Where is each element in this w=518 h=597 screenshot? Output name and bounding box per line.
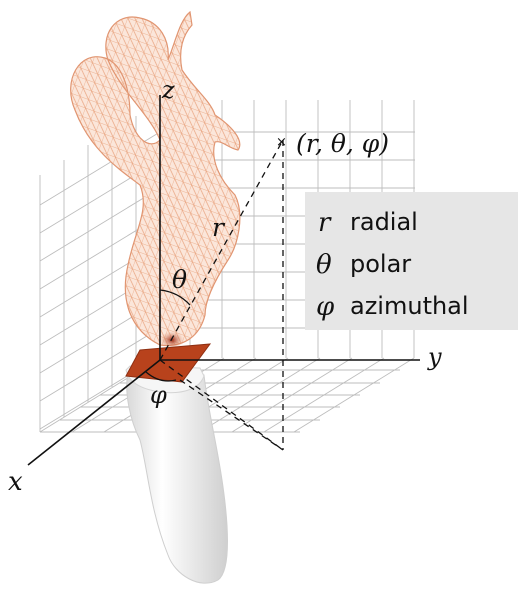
coordinate-axes [27,95,420,466]
theta-label: θ [172,265,187,294]
legend-symbol-r: r [318,208,332,238]
r-label: r [212,213,226,242]
radius-line [159,139,284,361]
construction-lines [159,139,284,451]
y-axis-label: y [427,343,442,371]
legend-background [305,192,518,330]
ultrasound-probe [125,365,228,584]
legend-symbol-theta: θ [316,250,332,280]
legend-symbol-phi: φ [316,292,335,322]
projection-parallel [179,379,284,451]
organ-mesh [70,10,241,349]
legend: r radial θ polar φ azimuthal [305,192,518,330]
legend-word-azimuthal: azimuthal [350,292,469,320]
z-axis-label: z [161,76,175,104]
point-marker: × [276,135,287,150]
projection-to-origin [159,359,284,451]
x-axis [27,359,161,466]
point-coordinates-label: (r, θ, φ) [296,129,389,158]
theta-arc [159,289,191,306]
phi-arc [145,371,177,382]
phi-label: φ [150,381,167,409]
x-axis-label: x [8,467,23,497]
legend-word-radial: radial [350,208,418,236]
legend-word-polar: polar [350,250,411,278]
